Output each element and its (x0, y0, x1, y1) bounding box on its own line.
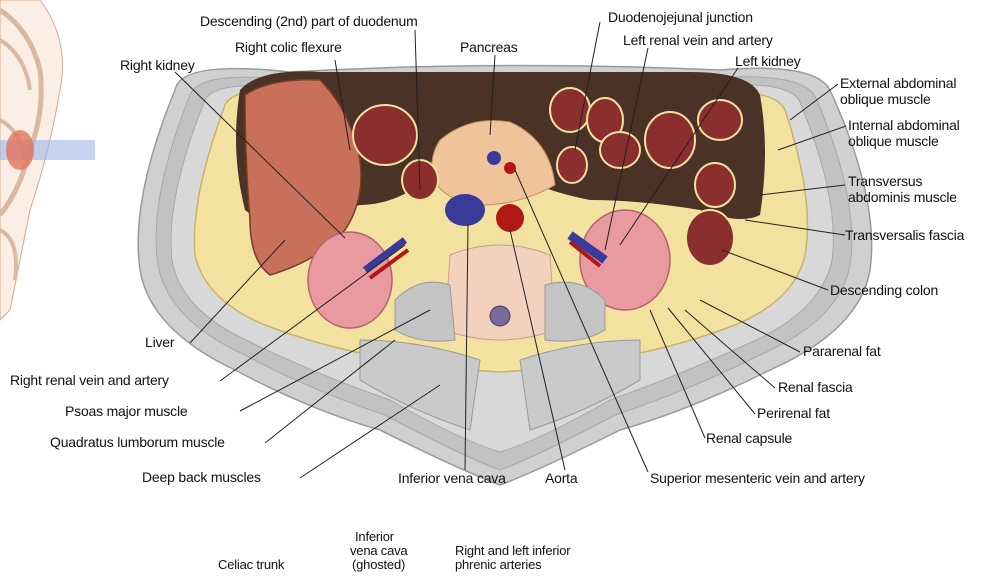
label-inferior-vena-cava: Inferior vena cava (398, 471, 506, 486)
label-ivc-ghosted-line3: (ghosted) (352, 558, 405, 571)
label-duodenojejunal-junction: Duodenojejunal junction (608, 10, 753, 25)
label-quadratus-lumborum: Quadratus lumborum muscle (50, 435, 225, 450)
label-right-renal-vein-artery: Right renal vein and artery (10, 373, 169, 388)
label-psoas-major: Psoas major muscle (65, 404, 187, 419)
label-internal-oblique-line1: Internal abdominal (848, 118, 960, 133)
label-transversus-line2: abdominis muscle (848, 190, 957, 205)
label-transversus-line1: Transversus (848, 174, 922, 189)
label-renal-capsule: Renal capsule (706, 431, 792, 446)
label-external-oblique-line1: External abdominal (840, 76, 956, 91)
label-superior-mesenteric: Superior mesenteric vein and artery (650, 471, 865, 486)
label-perirenal-fat: Perirenal fat (757, 406, 830, 421)
label-left-kidney: Left kidney (735, 54, 801, 69)
label-external-oblique-line2: oblique muscle (840, 92, 931, 107)
label-right-kidney: Right kidney (120, 58, 195, 73)
body-inset (0, 0, 95, 320)
aorta-shape (496, 204, 524, 232)
label-aorta: Aorta (545, 471, 577, 486)
label-ivc-ghosted-line1: Inferior (355, 530, 394, 543)
label-liver: Liver (145, 335, 174, 350)
descending-colon (686, 210, 734, 266)
label-pararenal-fat: Pararenal fat (803, 344, 881, 359)
right-kidney (308, 232, 392, 328)
label-right-colic-flexure: Right colic flexure (235, 40, 342, 55)
inferior-vena-cava-shape (445, 194, 485, 226)
label-phrenic-line1: Right and left inferior (455, 544, 570, 557)
label-descending-duodenum: Descending (2nd) part of duodenum (200, 14, 418, 29)
label-ivc-ghosted-line2: vena cava (350, 544, 407, 557)
label-pancreas: Pancreas (460, 40, 518, 55)
label-left-renal-vein-artery: Left renal vein and artery (623, 33, 773, 48)
label-renal-fascia: Renal fascia (778, 380, 853, 395)
label-celiac-trunk: Celiac trunk (218, 558, 284, 571)
label-deep-back-muscles: Deep back muscles (142, 470, 261, 485)
label-phrenic-line2: phrenic arteries (455, 558, 541, 571)
label-transversalis-fascia: Transversalis fascia (845, 228, 964, 243)
label-internal-oblique-line2: oblique muscle (848, 134, 939, 149)
label-descending-colon: Descending colon (830, 283, 938, 298)
